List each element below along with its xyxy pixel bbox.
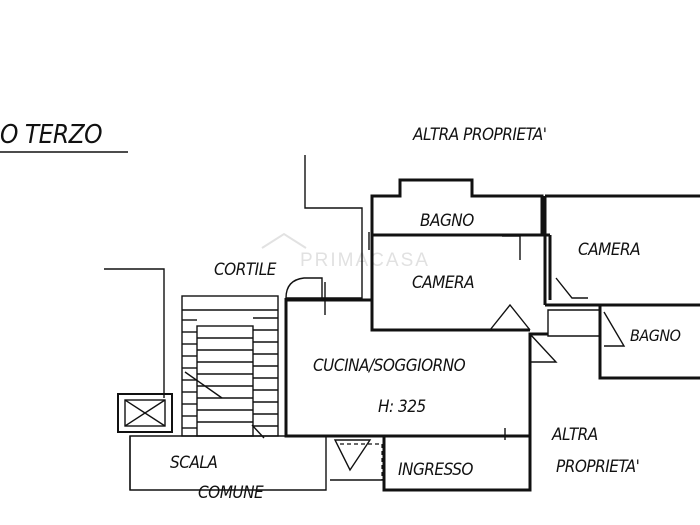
camera-right-door bbox=[555, 277, 588, 299]
stair-arrow bbox=[184, 371, 223, 399]
camera-door-swing bbox=[489, 303, 531, 331]
neighbor-bottom-line1: ALTRA bbox=[551, 425, 598, 445]
ingresso-walls bbox=[382, 436, 532, 492]
comune-label: COMUNE bbox=[198, 483, 264, 503]
ingresso-door-symbol bbox=[333, 439, 372, 472]
ingresso-label: INGRESSO bbox=[398, 460, 473, 480]
floor-heading-text: O TERZO bbox=[0, 120, 102, 150]
lift-shaft bbox=[117, 393, 173, 433]
neighbor-top-label: ALTRA PROPRIETA' bbox=[412, 125, 546, 145]
bagno-right-door bbox=[603, 311, 626, 347]
staircase bbox=[181, 295, 279, 437]
watermark: PRIMACASA bbox=[261, 232, 430, 271]
cortile-door-arc bbox=[285, 277, 323, 300]
scala-comune-outline bbox=[129, 435, 327, 491]
camera-right-label: CAMERA bbox=[578, 240, 640, 260]
ingresso-door-dashed bbox=[340, 443, 383, 480]
camera-bottom-wall bbox=[370, 300, 530, 332]
scala-label: SCALA bbox=[170, 453, 217, 473]
watermark-text: PRIMACASA bbox=[300, 250, 430, 271]
bagno-top-label: BAGNO bbox=[420, 211, 474, 231]
stair-treads bbox=[182, 309, 278, 429]
camera-left-label: CAMERA bbox=[412, 273, 474, 293]
neighbor-bottom-line2: PROPRIETA' bbox=[556, 457, 639, 477]
disimpegno-box bbox=[547, 309, 601, 337]
corridor-door bbox=[529, 333, 558, 363]
lift-box bbox=[117, 393, 173, 433]
bagno-right-label: BAGNO bbox=[630, 326, 681, 345]
ceiling-height-label: H: 325 bbox=[378, 397, 426, 417]
lift-inner bbox=[124, 399, 166, 427]
stair-inner bbox=[196, 325, 254, 437]
cortile-label: CORTILE bbox=[214, 260, 277, 280]
cortile-boundary bbox=[286, 155, 363, 299]
cucina-soggiorno-label: CUCINA/SOGGIORNO bbox=[313, 356, 466, 376]
left-boundary-line bbox=[104, 268, 165, 398]
bagno-top-walls bbox=[370, 178, 550, 300]
bagno-door-swing bbox=[502, 235, 521, 260]
stair-door-mark bbox=[251, 424, 265, 439]
floor-heading: O TERZO bbox=[0, 120, 128, 153]
watermark-house-icon bbox=[261, 232, 307, 249]
lift-cross-b bbox=[124, 399, 166, 427]
